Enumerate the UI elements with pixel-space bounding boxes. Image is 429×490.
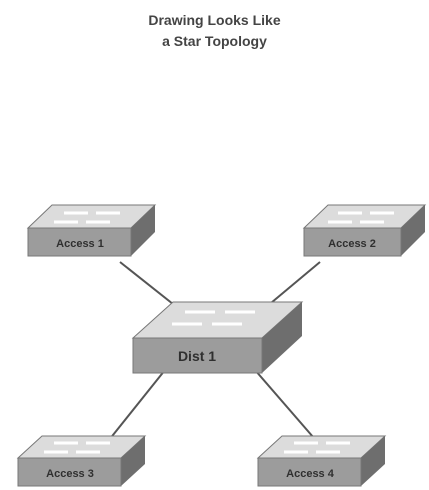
- switch-access-1: Access 1: [26, 204, 157, 257]
- link-dist1-access1: [119, 261, 179, 309]
- switch-side: [262, 302, 302, 373]
- switch-side: [401, 205, 425, 256]
- switch-side: [361, 436, 385, 486]
- links: [104, 261, 321, 446]
- link-dist1-access4: [254, 369, 321, 446]
- switch-access-2: Access 2: [302, 204, 427, 257]
- label-access-2: Access 2: [328, 238, 376, 250]
- switch-front: [257, 457, 362, 487]
- title-line-1: Drawing Looks Like: [148, 12, 281, 28]
- switch-front: [132, 337, 263, 374]
- label-dist-1: Dist 1: [178, 348, 216, 364]
- switch-access-4: Access 4: [256, 435, 387, 487]
- label-access-1: Access 1: [56, 238, 104, 250]
- switch-side: [131, 205, 155, 256]
- diagram-title: Drawing Looks Like a Star Topology: [0, 10, 429, 52]
- label-access-4: Access 4: [286, 468, 335, 480]
- switch-top-marks: [328, 211, 394, 224]
- switch-front: [27, 227, 132, 257]
- switch-top-marks: [172, 310, 255, 326]
- link-dist1-access3: [104, 369, 166, 446]
- title-line-2: a Star Topology: [162, 33, 267, 49]
- switch-dist-1: Dist 1: [131, 301, 304, 374]
- switch-side: [121, 436, 145, 486]
- switch-top-marks: [44, 441, 110, 454]
- switch-access-3: Access 3: [16, 435, 147, 487]
- link-dist1-access2: [264, 261, 321, 309]
- label-access-3: Access 3: [46, 468, 94, 480]
- switch-top-marks: [284, 441, 350, 454]
- switch-top-marks: [54, 211, 120, 224]
- switch-front: [17, 457, 122, 487]
- switch-front: [303, 227, 402, 257]
